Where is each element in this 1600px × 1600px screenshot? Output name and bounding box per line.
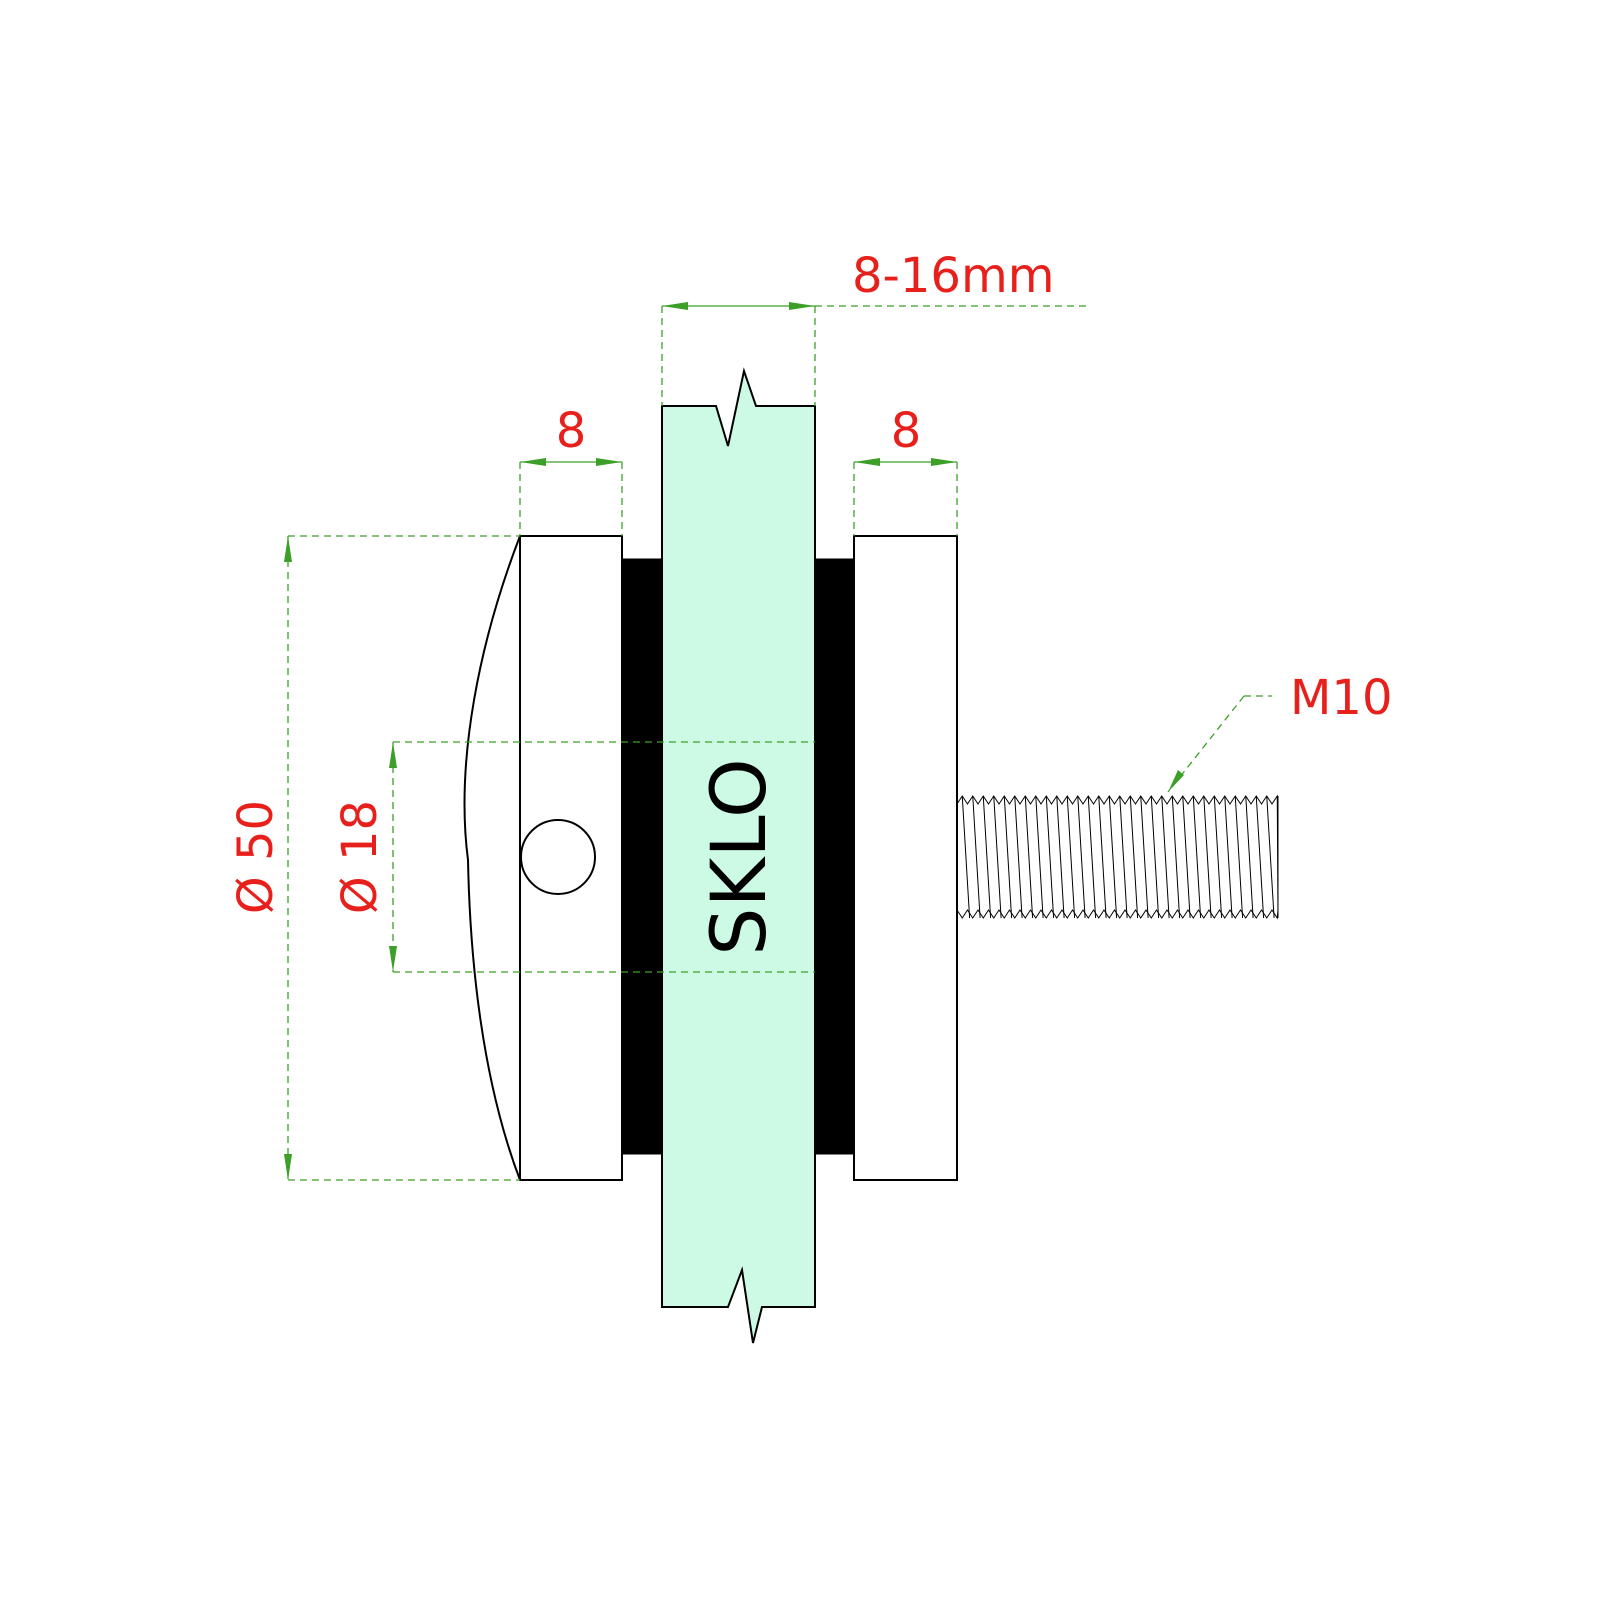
- thread-label: M10: [1290, 670, 1393, 726]
- dimension-right-disc: [853, 458, 958, 536]
- glass-thickness-label: 8-16mm: [852, 248, 1054, 304]
- right-disc: [853, 535, 958, 1181]
- outer-diameter-label: Ø 50: [228, 800, 284, 914]
- left-cap-hole: [520, 819, 596, 895]
- right-gasket: [814, 558, 855, 1155]
- inner-diameter-label: Ø 18: [332, 800, 388, 914]
- dimension-outer-diameter: [284, 535, 520, 1181]
- thread-leader: [1167, 695, 1272, 793]
- left-gasket: [621, 558, 663, 1155]
- left-disc-thickness-label: 8: [556, 403, 587, 459]
- glass-panel: [661, 367, 816, 1344]
- dimension-glass-thickness: [661, 302, 1088, 406]
- right-disc-thickness-label: 8: [891, 403, 922, 459]
- glass-label: SKLO: [694, 758, 783, 956]
- dimension-left-disc: [519, 458, 623, 536]
- dimension-inner-diameter: [389, 741, 815, 973]
- threaded-rod: [956, 794, 1279, 920]
- left-cap-dome: [463, 535, 521, 1181]
